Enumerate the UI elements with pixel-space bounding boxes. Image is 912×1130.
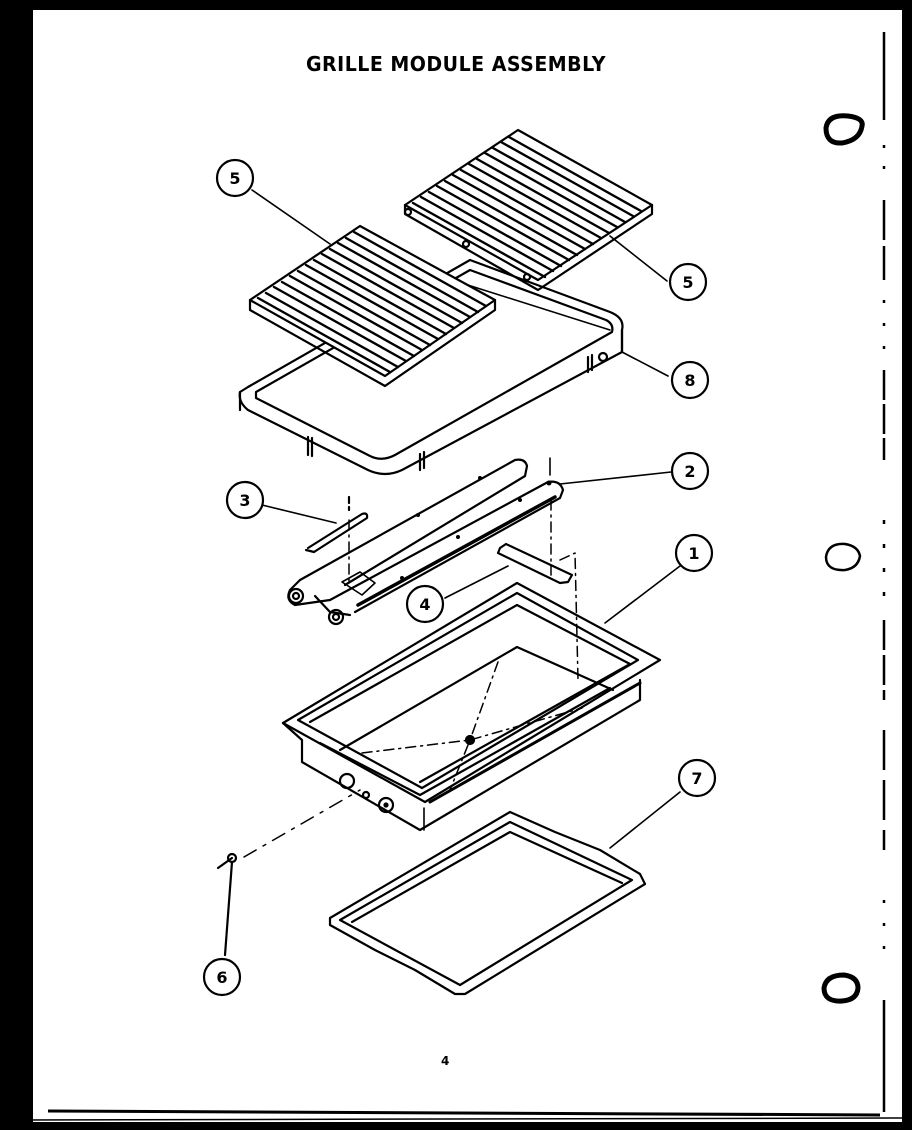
igniter-part-3 [304, 495, 369, 586]
svg-text:1: 1 [688, 544, 699, 563]
svg-text:7: 7 [691, 769, 702, 788]
bracket-part-4 [496, 457, 579, 681]
svg-text:8: 8 [684, 371, 695, 390]
leader-lines [251, 189, 681, 849]
drip-tray-part-7 [328, 810, 647, 996]
grille-grate-right-part-5 [403, 128, 654, 292]
binder-hole-bottom [821, 972, 861, 1004]
callout-3: 3 [225, 480, 265, 520]
svg-text:4: 4 [419, 595, 430, 614]
callout-2: 2 [670, 451, 710, 491]
bottom-rule [19, 1109, 906, 1121]
fitting-part-6 [216, 852, 238, 957]
support-frame-part-8 [238, 258, 624, 476]
callout-7: 7 [677, 758, 717, 798]
svg-text:6: 6 [216, 968, 227, 987]
grille-grate-left-part-5 [248, 224, 497, 388]
page-title: GRILLE MODULE ASSEMBLY [305, 52, 606, 76]
svg-text:3: 3 [239, 491, 250, 510]
binder-holes [821, 113, 865, 1004]
grille-pan-part-1 [243, 581, 662, 858]
binder-hole-top [823, 113, 865, 146]
callout-5-left: 5 [215, 158, 255, 198]
callout-1: 1 [674, 533, 714, 573]
callout-4: 4 [405, 584, 445, 624]
binder-hole-middle [824, 542, 862, 572]
svg-text:5: 5 [682, 273, 693, 292]
callout-8: 8 [670, 360, 710, 400]
svg-text:2: 2 [684, 462, 695, 481]
page-number: 4 [441, 1054, 450, 1068]
callout-5-right: 5 [668, 262, 708, 302]
burner-part-2 [287, 458, 565, 626]
svg-text:5: 5 [229, 169, 240, 188]
callout-6: 6 [202, 957, 242, 997]
